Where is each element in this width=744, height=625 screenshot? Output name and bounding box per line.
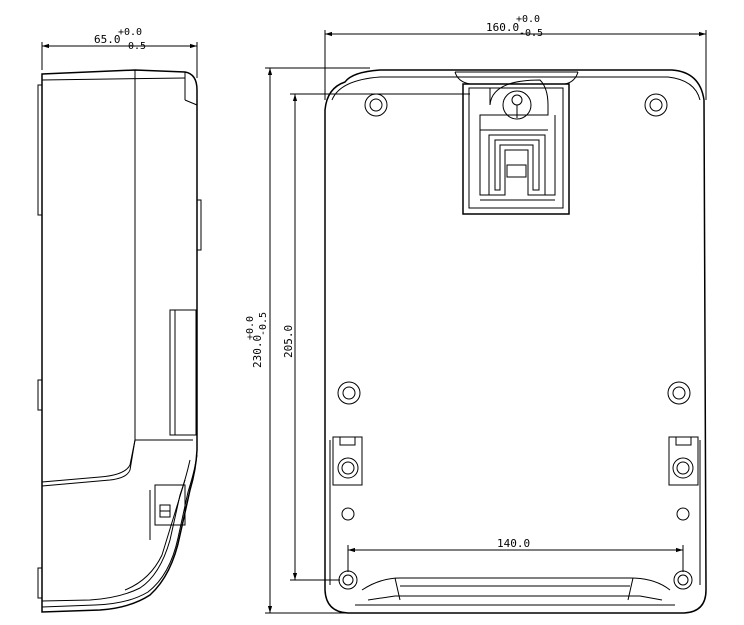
- rear-view: 160.0 +0.0 -0.5 230.0 +0.0 -0.5 205.0: [245, 14, 707, 614]
- cable-clip-left: [332, 436, 363, 486]
- rear-height-dimension: 230.0 +0.0 -0.5: [245, 67, 370, 614]
- rear-body: [324, 69, 707, 614]
- rear-height-value: 230.0: [251, 335, 264, 368]
- side-width-upper-tol: +0.0: [118, 27, 142, 38]
- side-width-lower-tol: -0.5: [122, 41, 146, 52]
- rear-width-upper-tol: +0.0: [516, 14, 540, 25]
- mounting-hole: [341, 507, 355, 521]
- rear-width-value: 160.0: [486, 21, 519, 34]
- side-view: 65.0 +0.0 -0.5: [37, 27, 202, 613]
- rear-width-dimension: 160.0 +0.0 -0.5: [324, 14, 707, 100]
- rear-height-lower-tol: -0.5: [258, 312, 269, 336]
- mounting-hole: [673, 570, 693, 590]
- hole-vertical-value: 205.0: [282, 325, 295, 358]
- hole-horizontal-dimension: 140.0: [347, 537, 684, 572]
- mounting-hole: [676, 507, 690, 521]
- mounting-hole: [667, 381, 691, 405]
- mounting-hole: [337, 381, 361, 405]
- rear-height-upper-tol: +0.0: [245, 316, 256, 340]
- hole-horizontal-value: 140.0: [497, 537, 530, 550]
- side-body: [37, 69, 202, 613]
- bottom-cable-channel: [355, 577, 675, 606]
- hanging-bracket: [454, 71, 579, 215]
- cable-clip-right: [668, 436, 699, 486]
- hole-vertical-dimension: 205.0: [282, 93, 470, 581]
- side-width-value: 65.0: [94, 33, 121, 46]
- side-width-dimension: 65.0 +0.0 -0.5: [41, 27, 198, 78]
- mounting-hole: [644, 93, 668, 117]
- rear-width-lower-tol: -0.5: [519, 28, 543, 39]
- mounting-holes: [337, 93, 693, 590]
- mounting-hole: [364, 93, 388, 117]
- mounting-hole: [338, 570, 358, 590]
